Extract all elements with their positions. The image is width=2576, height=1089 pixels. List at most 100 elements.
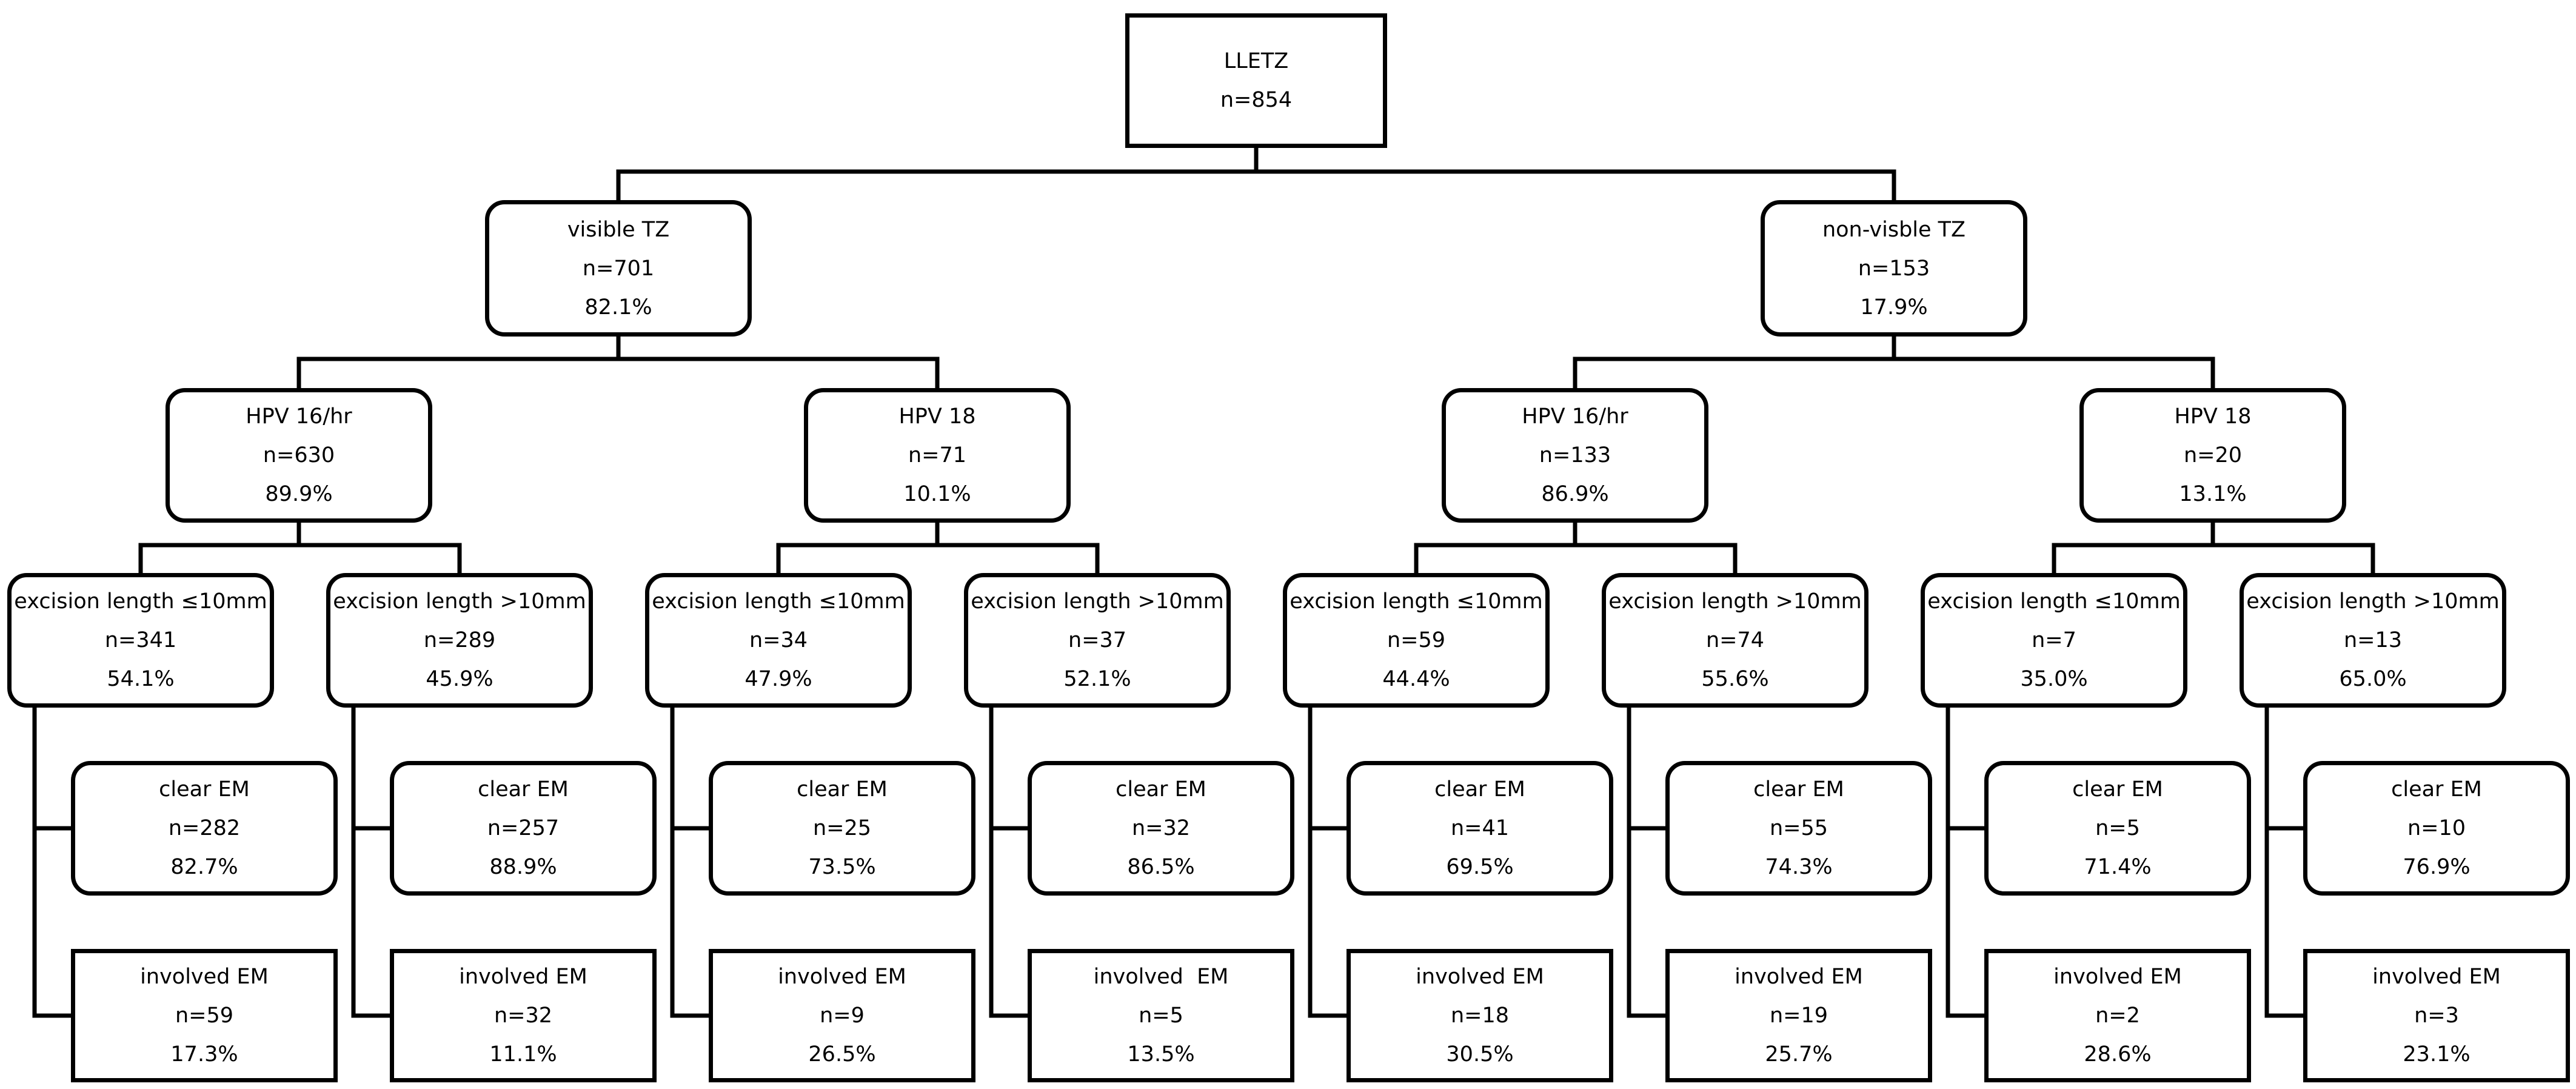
excision-count: n=13 [2343, 628, 2403, 652]
involved-em-label: involved EM [778, 965, 906, 989]
clear-em-count: n=55 [1769, 816, 1828, 840]
involved-em-box: involved EM n=2 28.6% [1984, 949, 2251, 1082]
visible-tz-label: visible TZ [567, 217, 670, 242]
non-visible-tz-count: n=153 [1858, 256, 1930, 281]
clear-em-count: n=282 [168, 816, 241, 840]
excision-label: excision length >10mm [1608, 589, 1862, 614]
clear-em-label: clear EM [797, 777, 888, 802]
clear-em-percent: 86.5% [1127, 855, 1195, 879]
hpv-percent: 13.1% [2179, 482, 2247, 506]
clear-em-label: clear EM [1753, 777, 1844, 802]
involved-em-box: involved EM n=19 25.7% [1665, 949, 1932, 1082]
involved-em-label: involved EM [1416, 965, 1544, 989]
involved-em-label: involved EM [2372, 965, 2501, 989]
excision-length-box: excision length ≤10mm n=7 35.0% [1921, 573, 2187, 708]
involved-em-box: involved EM n=18 30.5% [1347, 949, 1613, 1082]
excision-percent: 35.0% [2020, 667, 2088, 691]
clear-em-box: clear EM n=55 74.3% [1665, 761, 1932, 896]
hpv-count: n=133 [1539, 443, 1611, 467]
involved-em-box: involved EM n=9 26.5% [709, 949, 975, 1082]
excision-percent: 65.0% [2339, 667, 2407, 691]
excision-label: excision length >10mm [333, 589, 586, 614]
involved-em-label: involved EM [2053, 965, 2182, 989]
clear-em-count: n=257 [487, 816, 560, 840]
clear-em-label: clear EM [2072, 777, 2163, 802]
involved-em-count: n=5 [1139, 1004, 1183, 1028]
clear-em-percent: 82.7% [170, 855, 238, 879]
hpv-percent: 89.9% [265, 482, 333, 506]
excision-label: excision length ≤10mm [1927, 589, 2181, 614]
involved-em-percent: 26.5% [808, 1042, 876, 1067]
clear-em-box: clear EM n=5 71.4% [1984, 761, 2251, 896]
involved-em-label: involved EM [1735, 965, 1863, 989]
clear-em-count: n=10 [2407, 816, 2466, 840]
excision-count: n=37 [1068, 628, 1127, 652]
clear-em-count: n=5 [2095, 816, 2140, 840]
involved-em-box: involved EM n=59 17.3% [71, 949, 338, 1082]
involved-em-box: involved EM n=3 23.1% [2303, 949, 2570, 1082]
involved-em-count: n=19 [1769, 1004, 1828, 1028]
clear-em-percent: 69.5% [1446, 855, 1514, 879]
involved-em-count: n=9 [820, 1004, 865, 1028]
hpv-18-non-visible-box: HPV 18 n=20 13.1% [2079, 388, 2346, 523]
hpv-label: HPV 18 [898, 404, 976, 429]
involved-em-percent: 11.1% [489, 1042, 557, 1067]
hpv-16hr-non-visible-box: HPV 16/hr n=133 86.9% [1442, 388, 1708, 523]
excision-length-box: excision length ≤10mm n=59 44.4% [1283, 573, 1550, 708]
excision-label: excision length ≤10mm [14, 589, 267, 614]
excision-percent: 47.9% [744, 667, 812, 691]
involved-em-count: n=2 [2095, 1004, 2140, 1028]
clear-em-box: clear EM n=257 88.9% [390, 761, 657, 896]
excision-count: n=289 [423, 628, 496, 652]
hpv-percent: 86.9% [1541, 482, 1609, 506]
excision-count: n=7 [2032, 628, 2076, 652]
clear-em-percent: 88.9% [489, 855, 557, 879]
root-count: n=854 [1220, 88, 1293, 112]
excision-percent: 54.1% [107, 667, 175, 691]
hpv-label: HPV 16/hr [1522, 404, 1628, 429]
involved-em-percent: 25.7% [1765, 1042, 1833, 1067]
clear-em-box: clear EM n=10 76.9% [2303, 761, 2570, 896]
excision-length-box: excision length ≤10mm n=341 54.1% [7, 573, 274, 708]
clear-em-count: n=25 [812, 816, 872, 840]
excision-count: n=74 [1705, 628, 1765, 652]
excision-label: excision length ≤10mm [652, 589, 905, 614]
non-visible-tz-box: non-visble TZ n=153 17.9% [1761, 200, 2027, 337]
involved-em-label: involved EM [459, 965, 587, 989]
involved-em-percent: 23.1% [2403, 1042, 2471, 1067]
hpv-count: n=630 [263, 443, 335, 467]
hpv-label: HPV 18 [2174, 404, 2252, 429]
excision-percent: 55.6% [1701, 667, 1769, 691]
clear-em-box: clear EM n=41 69.5% [1347, 761, 1613, 896]
excision-label: excision length >10mm [2246, 589, 2500, 614]
involved-em-percent: 30.5% [1446, 1042, 1514, 1067]
clear-em-label: clear EM [478, 777, 569, 802]
excision-length-box: excision length >10mm n=37 52.1% [964, 573, 1231, 708]
involved-em-label: involved EM [1093, 965, 1229, 989]
clear-em-count: n=32 [1131, 816, 1191, 840]
clear-em-label: clear EM [2391, 777, 2482, 802]
visible-tz-box: visible TZ n=701 82.1% [485, 200, 752, 337]
hpv-count: n=71 [908, 443, 967, 467]
clear-em-box: clear EM n=32 86.5% [1028, 761, 1294, 896]
involved-em-count: n=32 [493, 1004, 553, 1028]
involved-em-percent: 28.6% [2084, 1042, 2152, 1067]
excision-percent: 52.1% [1063, 667, 1131, 691]
excision-percent: 45.9% [426, 667, 493, 691]
hpv-18-visible-box: HPV 18 n=71 10.1% [804, 388, 1071, 523]
excision-count: n=59 [1387, 628, 1446, 652]
hpv-percent: 10.1% [903, 482, 971, 506]
excision-length-box: excision length >10mm n=74 55.6% [1602, 573, 1868, 708]
involved-em-box: involved EM n=5 13.5% [1028, 949, 1294, 1082]
involved-em-percent: 17.3% [170, 1042, 238, 1067]
excision-length-box: excision length >10mm n=289 45.9% [326, 573, 593, 708]
involved-em-count: n=18 [1450, 1004, 1510, 1028]
involved-em-count: n=59 [175, 1004, 234, 1028]
involved-em-label: involved EM [140, 965, 269, 989]
root-label: LLETZ [1223, 49, 1289, 73]
involved-em-box: involved EM n=32 11.1% [390, 949, 657, 1082]
clear-em-box: clear EM n=282 82.7% [71, 761, 338, 896]
involved-em-percent: 13.5% [1127, 1042, 1195, 1067]
